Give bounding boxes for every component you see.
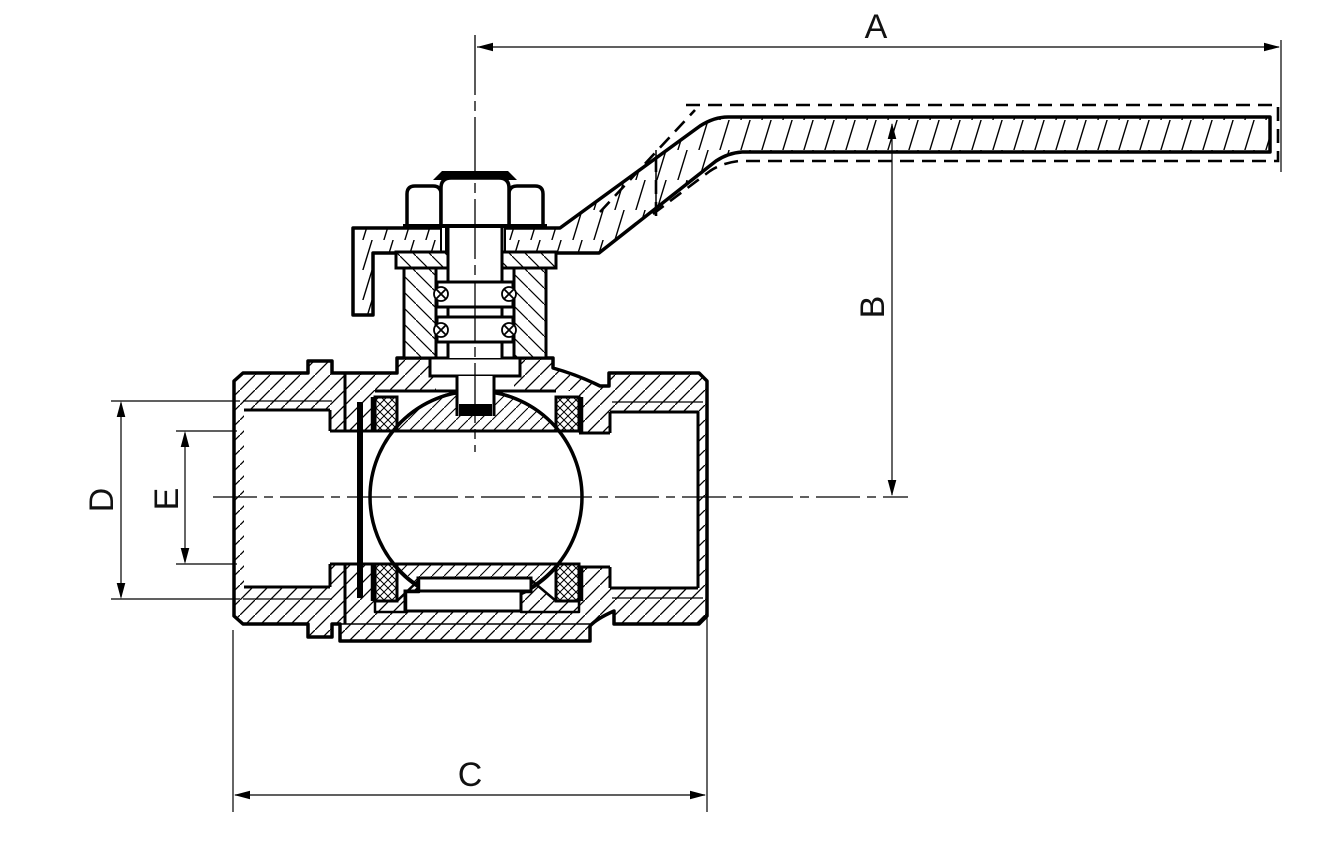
dimension-e (176, 430, 237, 565)
left-port-lines (243, 373, 375, 624)
bottom-wall-wedges (373, 578, 581, 614)
o-rings (433, 286, 517, 338)
arrow-b-top (887, 123, 897, 139)
right-bottom-wedge (519, 578, 581, 614)
nut-facet-left (405, 184, 443, 228)
retainer-bar-upper (416, 576, 533, 593)
right-flow-channel (579, 433, 610, 567)
handle-hole-edges (440, 228, 506, 253)
dim-label-d: D (83, 488, 121, 513)
stem-tang-edges (455, 376, 496, 416)
dim-label-c: C (458, 756, 483, 794)
dimension-b (887, 123, 897, 496)
dimension-a (477, 40, 1282, 172)
dimension-c (232, 606, 708, 812)
arrow-a-right (1264, 42, 1280, 52)
bonnet-column-right (512, 266, 548, 360)
arrow-a-left (477, 42, 493, 52)
retainer-bar-lower (403, 589, 523, 613)
left-bottom-wedge (373, 578, 421, 614)
right-port-lines (579, 401, 703, 599)
seat-right-top (554, 395, 581, 433)
dim-label-e: E (148, 488, 186, 511)
arrow-d-top (116, 401, 126, 417)
bonnet-column-left (402, 266, 438, 360)
gland-assembly (394, 250, 558, 360)
dimension-d (111, 400, 240, 600)
arrow-c-left (234, 790, 250, 800)
centerlines (213, 35, 908, 498)
arrow-e-bottom (180, 548, 190, 564)
seat-left-bottom (373, 562, 399, 603)
right-thread-bore (610, 412, 698, 588)
bottom-retainer (403, 576, 533, 613)
seat-right-bottom (554, 562, 581, 603)
arrow-e-top (180, 431, 190, 447)
arrow-d-bottom (116, 583, 126, 599)
handle-dashed-outline (599, 103, 1280, 216)
arrow-b-bottom (887, 480, 897, 496)
left-thread-bore (244, 410, 330, 587)
nut-facet-right (507, 184, 545, 228)
handle-hatch (351, 115, 1272, 317)
seat-left-top (373, 395, 399, 433)
dimensions (111, 40, 1282, 812)
seal-faces (357, 397, 584, 601)
dim-label-a: A (865, 8, 888, 46)
ball-seats (373, 395, 581, 603)
arrow-c-right (690, 790, 706, 800)
dim-label-b: B (854, 296, 892, 319)
